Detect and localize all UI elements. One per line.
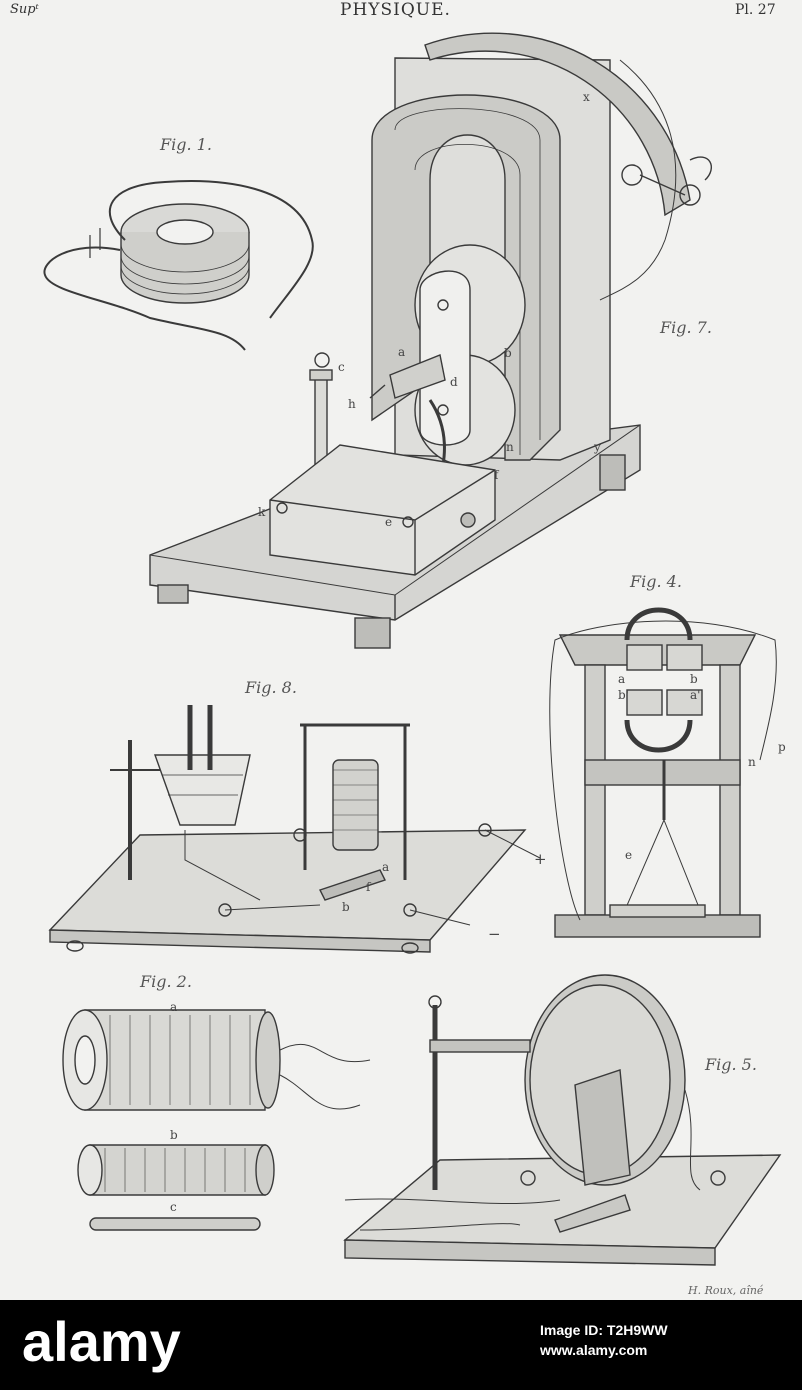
label-k: k — [258, 505, 266, 519]
label-b: b — [504, 346, 512, 360]
engraver-signature: H. Roux, aîné — [688, 1284, 764, 1297]
fig8-label-minus: − — [488, 925, 501, 943]
label-c: c — [338, 360, 345, 374]
fig4-caption: Fig. 4. — [630, 572, 682, 591]
fig8-caption: Fig. 8. — [245, 678, 297, 697]
label-a: a — [398, 345, 406, 359]
plate-number: Pl. 27 — [735, 2, 776, 18]
fig8-apparatus-drawing — [48, 705, 541, 954]
fig8-label-a: a — [382, 860, 390, 874]
fig2-label-b: b — [170, 1128, 178, 1142]
alamy-logo-text: alamy — [22, 1311, 181, 1373]
alamy-logo: alamy — [22, 1311, 181, 1373]
fig4-label-b: b — [690, 672, 698, 686]
fig2-label-a: a — [170, 1000, 178, 1014]
fig5-caption: Fig. 5. — [705, 1055, 757, 1074]
fig2-coils-drawing — [62, 1009, 371, 1231]
label-d: d — [450, 375, 458, 389]
plate-header-title: PHYSIQUE. — [340, 0, 451, 20]
fig4-label-p: p — [778, 740, 786, 754]
fig7-machine-drawing — [149, 32, 712, 649]
image-id-label: Image ID: T2H9WW — [540, 1322, 668, 1338]
alamy-url: www.alamy.com — [540, 1342, 648, 1358]
fig4-label-bp: b' — [618, 688, 629, 702]
label-n: n — [506, 440, 514, 454]
engraving-plate: Supᵗ PHYSIQUE. Pl. 27 Fig. 1. Fig. 7. Fi… — [0, 0, 802, 1300]
fig5-apparatus-drawing — [343, 974, 782, 1266]
fig4-label-e: e — [625, 848, 633, 862]
fig8-label-b: b — [342, 900, 350, 914]
fig4-label-n: n — [748, 755, 756, 769]
fig8-label-plus: + — [534, 850, 547, 868]
fig8-label-f: f — [366, 880, 371, 894]
fig4-label-a: a — [618, 672, 626, 686]
fig2-caption: Fig. 2. — [140, 972, 192, 991]
fig1-caption: Fig. 1. — [160, 135, 212, 154]
label-h: h — [348, 397, 356, 411]
label-f: f — [494, 468, 499, 482]
fig4-apparatus-drawing — [549, 607, 777, 938]
label-y: y — [594, 440, 601, 454]
label-x: x — [583, 90, 590, 104]
watermark-band — [0, 1300, 802, 1390]
fig1-coil-drawing — [43, 180, 314, 351]
fig4-label-ap: a' — [690, 688, 701, 702]
fig2-label-c: c — [170, 1200, 177, 1214]
fig7-caption: Fig. 7. — [660, 318, 712, 337]
plate-header-left: Supᵗ — [10, 2, 39, 17]
engraving-illustration — [43, 32, 782, 1266]
label-e: e — [385, 515, 393, 529]
watermark-info: Image ID: T2H9WW www.alamy.com — [540, 1320, 668, 1360]
